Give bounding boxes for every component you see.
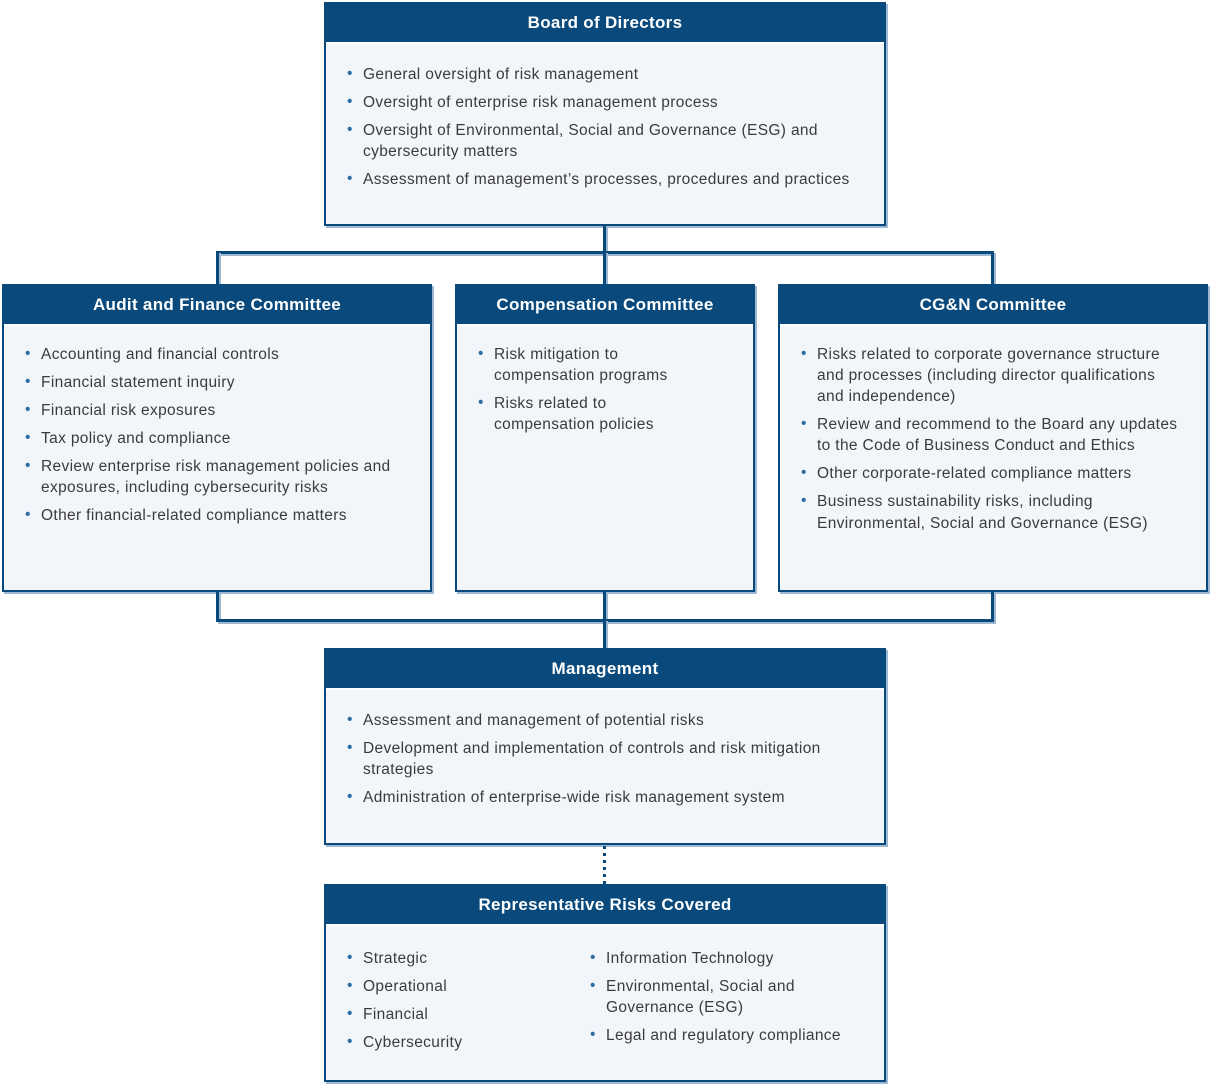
board-bullet-list: General oversight of risk managementOver…	[326, 44, 884, 190]
bullet-item: Review and recommend to the Board any up…	[800, 413, 1186, 456]
bullet-item: Operational	[346, 975, 589, 997]
cgn-bullet-list: Risks related to corporate governance st…	[780, 326, 1206, 534]
connector-drop-compensation	[603, 251, 606, 284]
management-header: Management	[326, 650, 884, 690]
audit-bullet-list: Accounting and financial controlsFinanci…	[4, 326, 430, 527]
connector-board-stem	[603, 226, 606, 253]
connector-rise-compensation	[603, 592, 606, 622]
connector-drop-audit	[216, 251, 219, 284]
representative-risks-columns: StrategicOperationalFinancialCybersecuri…	[326, 926, 884, 1060]
bullet-item: Administration of enterprise-wide risk m…	[346, 786, 864, 808]
bullet-item: Financial risk exposures	[24, 399, 410, 421]
connector-rise-audit	[216, 592, 219, 622]
bullet-item: Legal and regulatory compliance	[589, 1024, 868, 1046]
bullet-item: Review enterprise risk management polici…	[24, 455, 410, 498]
compensation-committee-box: Compensation Committee Risk mitigation t…	[455, 284, 755, 592]
bullet-item: Risks related to corporate governance st…	[800, 343, 1186, 407]
compensation-committee-header: Compensation Committee	[457, 286, 753, 326]
board-of-directors-header: Board of Directors	[326, 4, 884, 44]
connector-dotted-management-risks	[603, 846, 606, 884]
bullet-item: Business sustainability risks, including…	[800, 490, 1186, 533]
bullet-item: Other financial-related compliance matte…	[24, 504, 410, 526]
management-box: Management Assessment and management of …	[324, 648, 886, 845]
cgn-committee-box: CG&N Committee Risks related to corporat…	[778, 284, 1208, 592]
bullet-item: Risk mitigation to compensation programs	[477, 343, 709, 386]
bullet-item: Assessment of management’s processes, pr…	[346, 168, 864, 190]
bullet-item: Oversight of Environmental, Social and G…	[346, 119, 864, 162]
representative-risks-box: Representative Risks Covered StrategicOp…	[324, 884, 886, 1082]
bullet-item: Information Technology	[589, 947, 868, 969]
bullet-item: Development and implementation of contro…	[346, 737, 864, 780]
bullet-item: Risks related to compensation policies	[477, 392, 709, 435]
representative-risks-header: Representative Risks Covered	[326, 886, 884, 926]
bullet-item: Financial statement inquiry	[24, 371, 410, 393]
bullet-item: Oversight of enterprise risk management …	[346, 91, 864, 113]
bullet-item: General oversight of risk management	[346, 63, 864, 85]
risks-column-right: Information TechnologyEnvironmental, Soc…	[589, 926, 884, 1060]
connector-drop-cgn	[991, 251, 994, 284]
bullet-item: Accounting and financial controls	[24, 343, 410, 365]
bullet-item: Cybersecurity	[346, 1031, 589, 1053]
connector-management-stem	[603, 619, 606, 648]
bullet-item: Other corporate-related compliance matte…	[800, 462, 1186, 484]
cgn-committee-header: CG&N Committee	[780, 286, 1206, 326]
bullet-item: Financial	[346, 1003, 589, 1025]
bullet-item: Strategic	[346, 947, 589, 969]
compensation-bullet-list: Risk mitigation to compensation programs…	[457, 326, 753, 435]
audit-finance-committee-box: Audit and Finance Committee Accounting a…	[2, 284, 432, 592]
risks-column-left: StrategicOperationalFinancialCybersecuri…	[326, 926, 589, 1060]
bullet-item: Tax policy and compliance	[24, 427, 410, 449]
bullet-item: Environmental, Social and Governance (ES…	[589, 975, 868, 1018]
audit-finance-committee-header: Audit and Finance Committee	[4, 286, 430, 326]
bullet-item: Assessment and management of potential r…	[346, 709, 864, 731]
board-of-directors-box: Board of Directors General oversight of …	[324, 2, 886, 226]
connector-rise-cgn	[991, 592, 994, 622]
management-bullet-list: Assessment and management of potential r…	[326, 690, 884, 808]
